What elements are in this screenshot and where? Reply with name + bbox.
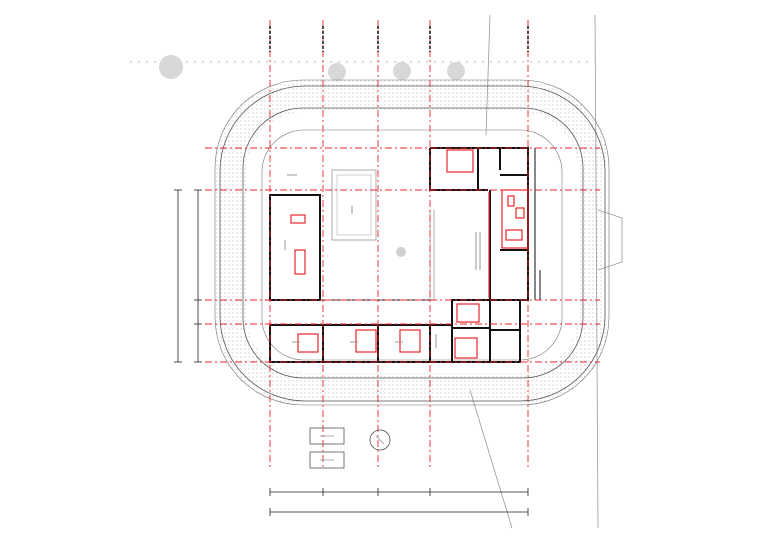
structural-grid bbox=[205, 20, 600, 470]
bed-icon bbox=[355, 329, 377, 353]
bed-icon bbox=[454, 337, 478, 359]
west-hall bbox=[269, 194, 321, 301]
fixtures bbox=[290, 149, 529, 359]
bed-icon bbox=[446, 149, 474, 173]
parking-stall bbox=[309, 451, 345, 469]
stair-room bbox=[429, 324, 453, 363]
bed-icon bbox=[399, 329, 421, 353]
tree-icon bbox=[328, 63, 346, 81]
tree-icon bbox=[393, 62, 411, 80]
bed-icon bbox=[456, 303, 480, 323]
left-dimension-string bbox=[174, 189, 202, 363]
tree-icon bbox=[447, 62, 465, 80]
tree-icon bbox=[159, 55, 183, 79]
grid-bubbles bbox=[269, 26, 529, 52]
outbuildings bbox=[309, 427, 391, 469]
courtyard bbox=[331, 169, 435, 300]
table-icon bbox=[294, 249, 306, 275]
water-tank bbox=[369, 429, 391, 451]
bottom-dimension-string bbox=[269, 488, 529, 516]
bed-icon bbox=[297, 333, 319, 353]
bed-icon bbox=[290, 214, 306, 224]
tree-row bbox=[159, 55, 465, 81]
room-labels bbox=[284, 174, 481, 348]
parking-stall bbox=[309, 427, 345, 445]
se-rooms bbox=[451, 299, 491, 363]
ring-road bbox=[214, 79, 610, 406]
